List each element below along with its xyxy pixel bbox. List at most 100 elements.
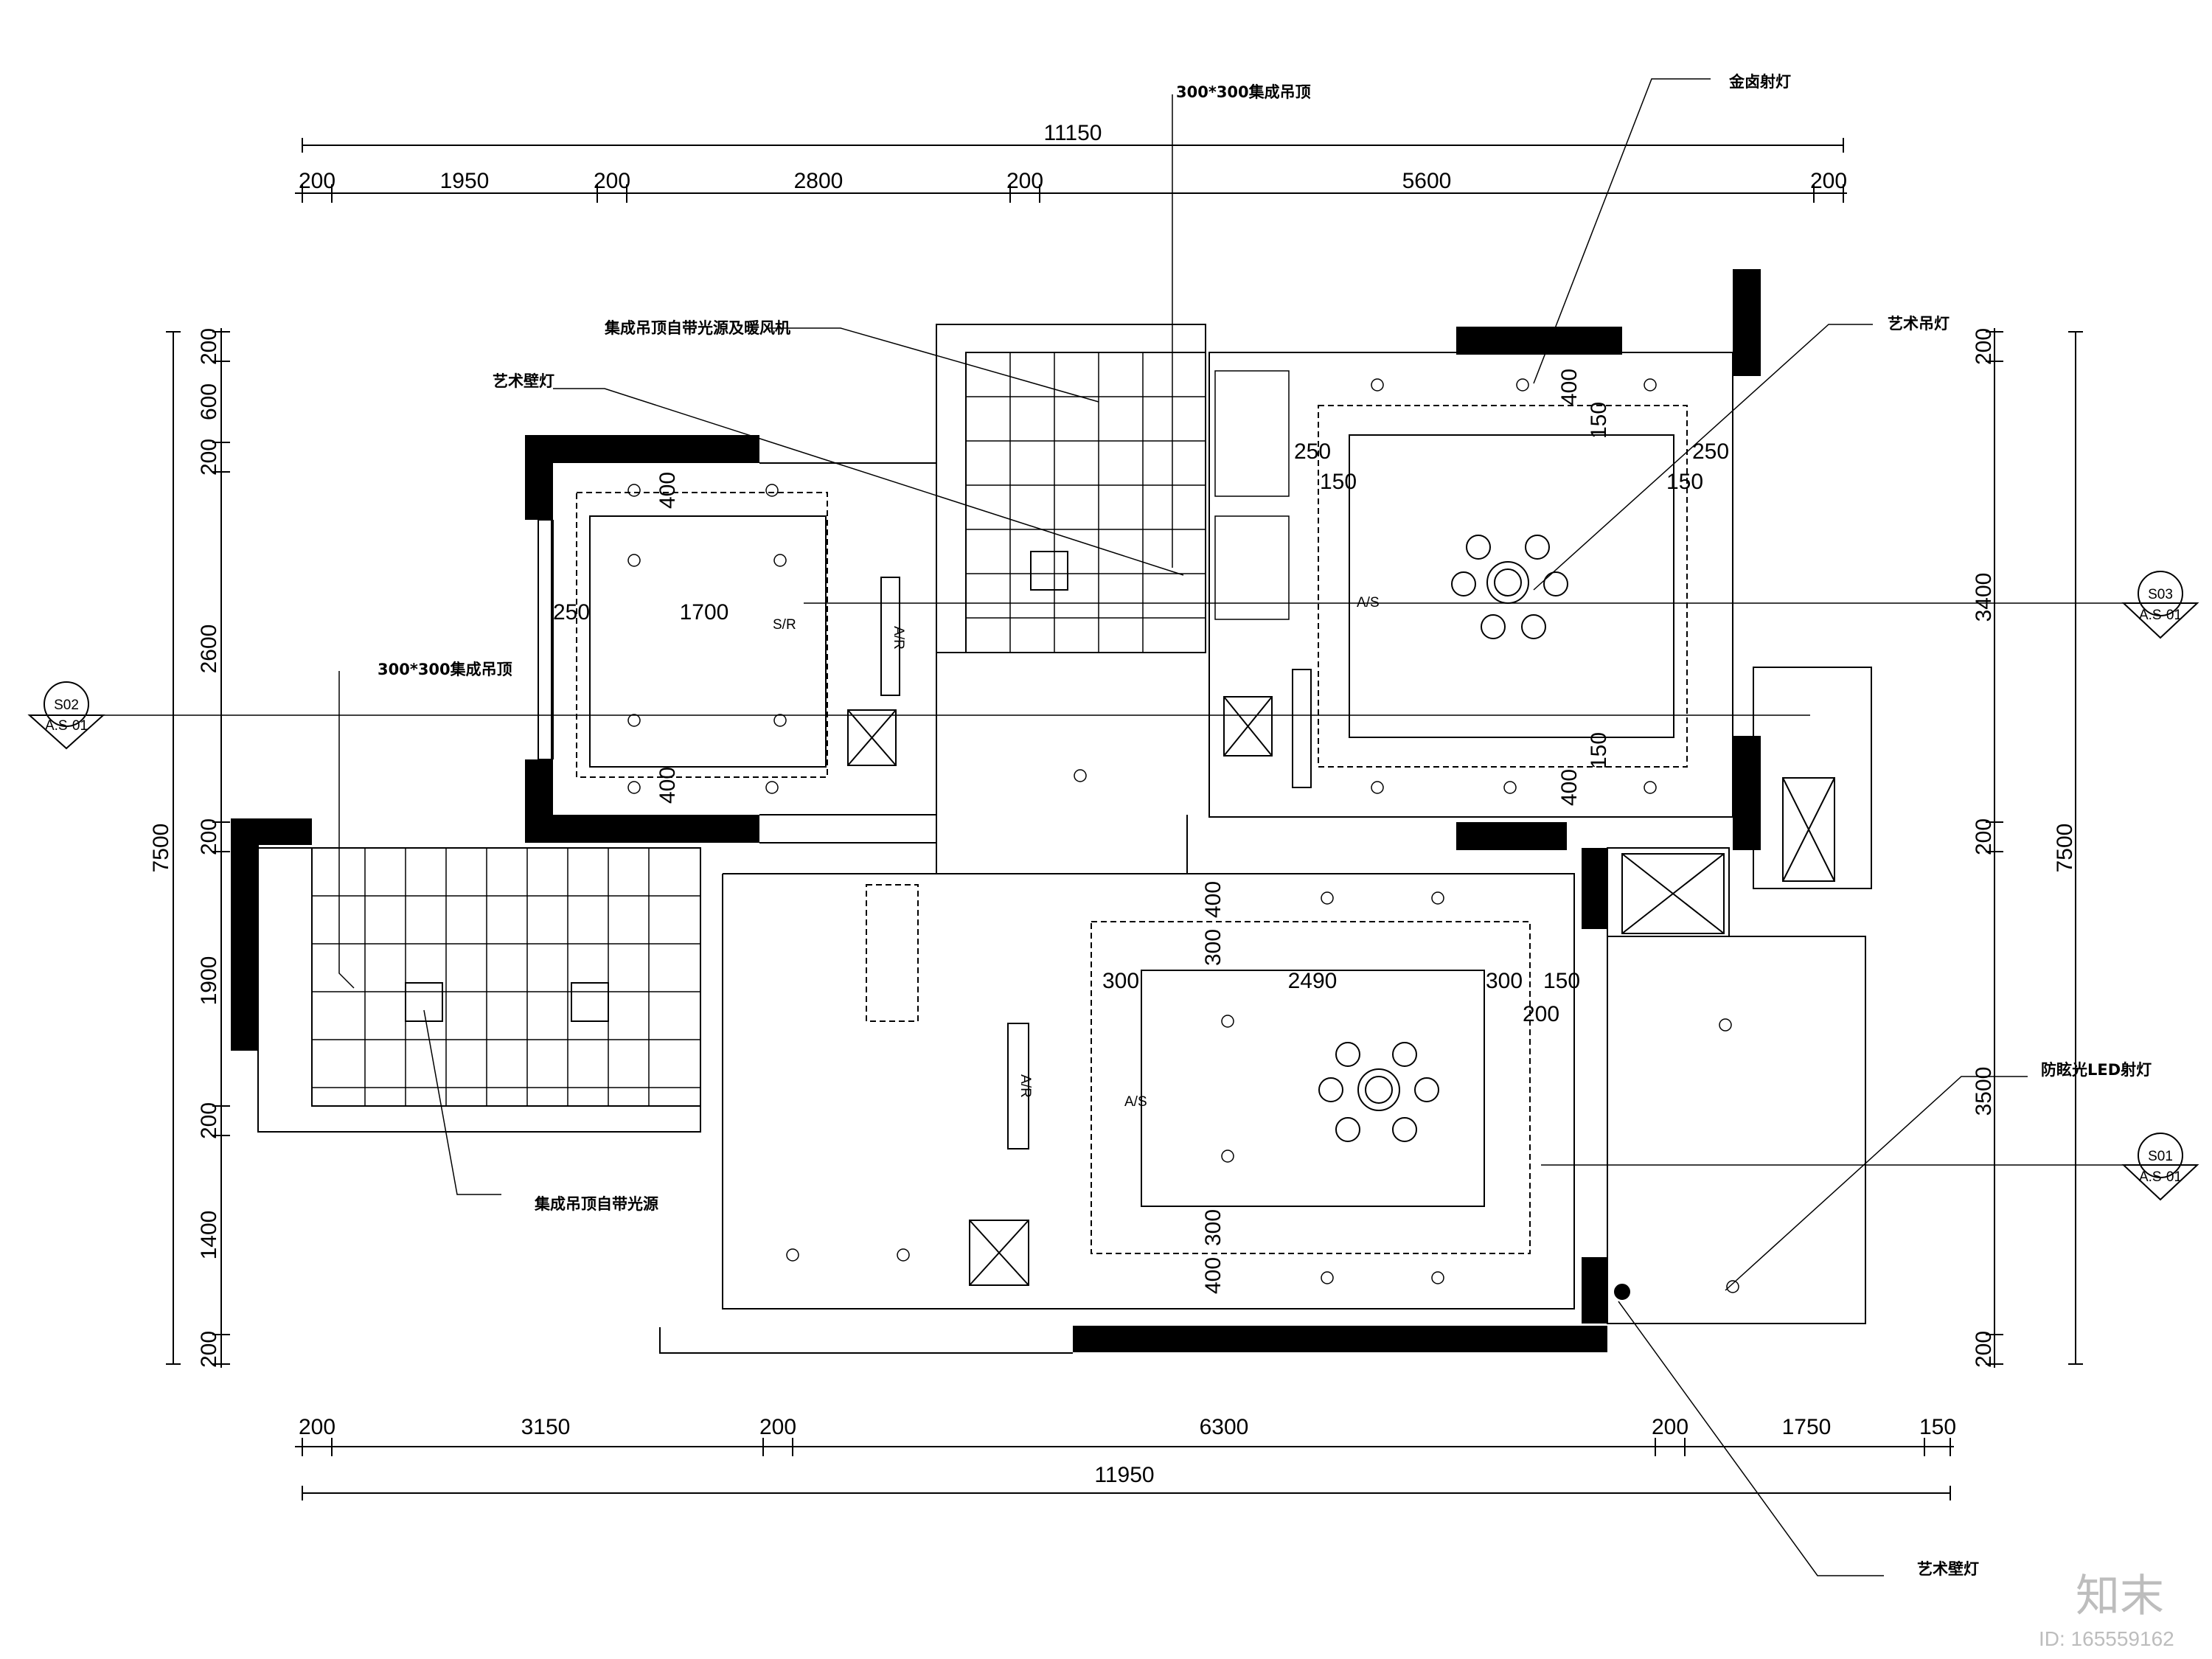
dim-right-5: 200 (1972, 1331, 1996, 1368)
as-label-2: A/S (1124, 1094, 1147, 1110)
structural-walls (231, 269, 1761, 1352)
dim-bottom-2: 3150 (521, 1415, 571, 1439)
label-integrated-light: 集成吊顶自带光源 (534, 1195, 658, 1213)
dim-left-5: 200 (197, 818, 221, 855)
section-s03-id: S03 (2148, 587, 2173, 602)
dim-top-1: 200 (299, 169, 335, 193)
dim-bottom-7: 150 (1919, 1415, 1956, 1439)
label-ceiling-300: 300*300集成吊顶 (1176, 83, 1311, 101)
dim-dn-200: 200 (1523, 1002, 1559, 1026)
dim-top-4: 2800 (794, 169, 844, 193)
equipment-labels: A/R A/R A/S A/S S/R (773, 595, 1380, 1110)
section-s01-id: S01 (2148, 1149, 2173, 1164)
dim-top-2: 1950 (440, 169, 490, 193)
dim-br-400: 400 (655, 472, 680, 509)
dim-right-total: 7500 (2053, 824, 2077, 873)
watermark-id: ID: 165559162 (2039, 1627, 2174, 1650)
ac-label-2: A/R (1018, 1074, 1033, 1098)
dim-br-1700: 1700 (680, 600, 729, 625)
dimension-texts: 11150 200 1950 200 2800 200 5600 200 200… (149, 121, 2077, 1487)
dim-top-3: 200 (594, 169, 630, 193)
left-dimension-chain (166, 328, 230, 1368)
annotation-labels: 300*300集成吊顶 金卤射灯 艺术吊灯 集成吊顶自带光源及暖风机 艺术壁灯 … (378, 73, 2152, 1578)
dim-dn-150: 150 (1543, 969, 1580, 993)
dim-dn-400: 400 (1201, 881, 1225, 918)
dim-right-3: 200 (1972, 818, 1996, 855)
room-outlines (257, 324, 1872, 1354)
dim-mb-150l: 150 (1320, 470, 1357, 494)
section-s02-id: S02 (54, 698, 79, 713)
dim-bottom-5: 200 (1652, 1415, 1688, 1439)
dim-left-2: 600 (197, 383, 221, 420)
dim-mb-250r: 250 (1692, 439, 1729, 464)
dim-left-8: 1400 (197, 1211, 221, 1260)
dim-bottom-3: 200 (759, 1415, 796, 1439)
section-s01-ref: A.S-01 (2139, 1169, 2182, 1185)
dim-bottom-4: 6300 (1200, 1415, 1249, 1439)
bathroom-ceiling-grid (966, 352, 1206, 653)
master-bedroom-chandelier (1451, 535, 1568, 639)
dim-left-1: 200 (197, 328, 221, 365)
section-marker-s03: S03 A.S-01 (2121, 571, 2199, 639)
dim-mb-250l: 250 (1294, 439, 1331, 464)
top-dimension-chain (295, 138, 1847, 203)
section-marker-s01: S01 A.S-01 (2121, 1133, 2199, 1201)
dim-right-2: 3400 (1972, 573, 1996, 622)
dim-br-400b: 400 (655, 767, 680, 804)
label-antiglare-led: 防眩光LED射灯 (2041, 1061, 2152, 1079)
closet-shelving (1214, 370, 1290, 620)
dim-top-6: 5600 (1402, 169, 1452, 193)
ceiling-recess-outlines (576, 405, 1688, 1254)
ceiling-inner-panels (589, 434, 1674, 1207)
dim-dn-300r: 300 (1486, 969, 1523, 993)
dim-left-total: 7500 (149, 824, 173, 873)
vent-boxes (405, 551, 1835, 1286)
annotation-leaders (338, 78, 2028, 1576)
label-integrated-fan: 集成吊顶自带光源及暖风机 (604, 319, 790, 337)
right-dimension-chain (1986, 328, 2083, 1368)
section-marker-s02: S02 A.S-01 (27, 681, 105, 750)
dim-left-3: 200 (197, 439, 221, 476)
dim-dn-2490: 2490 (1288, 969, 1338, 993)
section-s03-ref: A.S-01 (2139, 608, 2182, 623)
dim-dn-300b: 300 (1201, 1209, 1225, 1246)
label-ceiling-300-left: 300*300集成吊顶 (378, 661, 512, 678)
ac-label-1: A/R (891, 626, 906, 650)
dim-mb-150b: 150 (1587, 732, 1611, 769)
label-art-wall-lamp-2: 艺术壁灯 (1917, 1560, 1979, 1578)
living-room-chandelier (1318, 1042, 1439, 1142)
spotlights (627, 378, 1739, 1293)
dim-bottom-total: 11950 (1094, 1463, 1154, 1487)
dim-dn-300: 300 (1201, 929, 1225, 966)
watermark: 知末 ID: 165559162 (2039, 1571, 2174, 1650)
dim-mb-150r: 150 (1666, 470, 1703, 494)
art-wall-lamp-symbol (1614, 1284, 1630, 1300)
dim-bottom-1: 200 (299, 1415, 335, 1439)
dim-mb-400b: 400 (1557, 769, 1582, 806)
sr-label: S/R (773, 617, 796, 633)
as-label-1: A/S (1357, 595, 1380, 611)
dim-top-total: 11150 (1044, 121, 1102, 145)
dim-left-6: 1900 (197, 956, 221, 1006)
air-conditioner-vents (880, 577, 1312, 1150)
dim-left-7: 200 (197, 1102, 221, 1139)
dim-left-4: 2600 (197, 625, 221, 674)
dim-right-4: 3500 (1972, 1067, 1996, 1116)
section-s02-ref: A.S-01 (45, 718, 88, 734)
dim-bottom-6: 1750 (1782, 1415, 1832, 1439)
dim-br-250: 250 (553, 600, 590, 625)
dim-right-1: 200 (1972, 328, 1996, 365)
section-lines (96, 602, 2168, 1166)
dim-mb-400: 400 (1557, 369, 1582, 406)
dim-top-5: 200 (1006, 169, 1043, 193)
label-metal-halide: 金卤射灯 (1728, 73, 1791, 91)
watermark-brand: 知末 (2076, 1571, 2164, 1622)
label-art-wall-lamp: 艺术壁灯 (493, 372, 554, 390)
balcony-ceiling-grid (312, 848, 700, 1106)
dim-dn-300l: 300 (1102, 969, 1139, 993)
dim-top-7: 200 (1810, 169, 1847, 193)
dim-dn-400b: 400 (1201, 1257, 1225, 1294)
bottom-dimension-chain (295, 1438, 1954, 1500)
label-art-chandelier: 艺术吊灯 (1888, 315, 1950, 333)
